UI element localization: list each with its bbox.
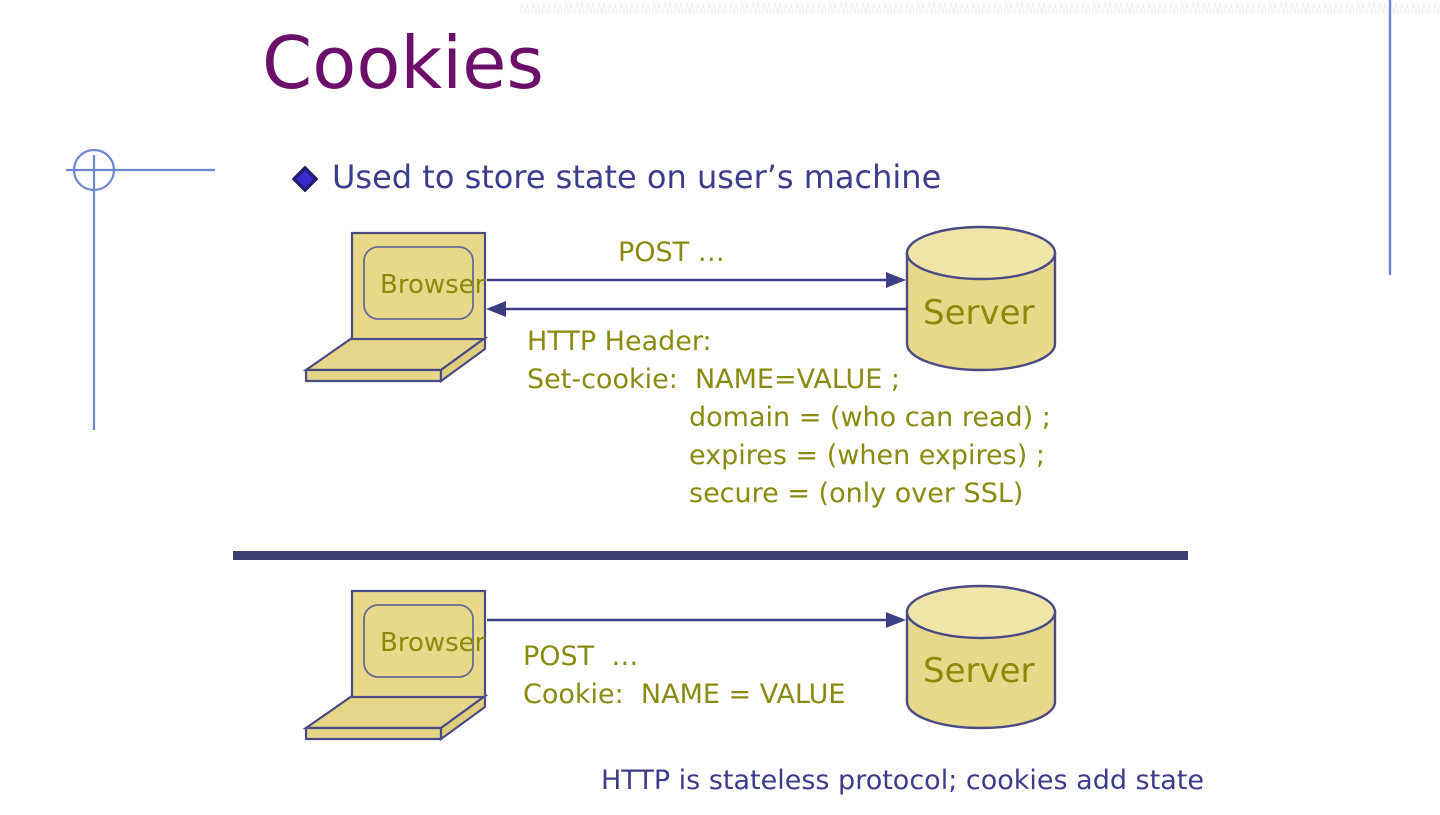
bullet-item: Used to store state on user’s machine <box>291 158 942 196</box>
cookie-attr-secure: secure = (only over SSL) <box>689 478 1024 509</box>
http-header-line-2: Set-cookie: NAME=VALUE ; <box>527 364 901 395</box>
cookie-request-line: Cookie: NAME = VALUE <box>523 679 846 710</box>
laptop-top <box>302 231 489 384</box>
footer-caption: HTTP is stateless protocol; cookies add … <box>601 765 1204 796</box>
laptop-bottom <box>302 589 489 742</box>
server-label-top: Server <box>923 293 1035 333</box>
top-border-pattern-decoration <box>520 0 1440 15</box>
bullet-item-label: Used to store state on user’s machine <box>332 158 942 196</box>
section-divider <box>233 551 1188 560</box>
left-circle-line-decoration <box>55 140 245 450</box>
right-vertical-line-decoration <box>1388 0 1392 275</box>
arrow-browser-to-server-top <box>487 272 906 288</box>
browser-label-bottom: Browser <box>380 628 486 658</box>
arrow-browser-to-server-bottom <box>487 612 906 628</box>
arrow-server-to-browser-top <box>486 301 907 317</box>
diamond-bullet-icon <box>291 165 319 193</box>
browser-label-top: Browser <box>380 270 486 300</box>
http-header-line-1: HTTP Header: <box>527 326 712 357</box>
server-label-bottom: Server <box>923 651 1035 691</box>
post-request-label-bottom: POST … <box>523 641 639 672</box>
cookie-attr-expires: expires = (when expires) ; <box>689 440 1045 471</box>
cookie-attr-domain: domain = (who can read) ; <box>689 402 1051 433</box>
post-request-label-top: POST … <box>618 237 725 268</box>
page-title: Cookies <box>262 21 544 105</box>
